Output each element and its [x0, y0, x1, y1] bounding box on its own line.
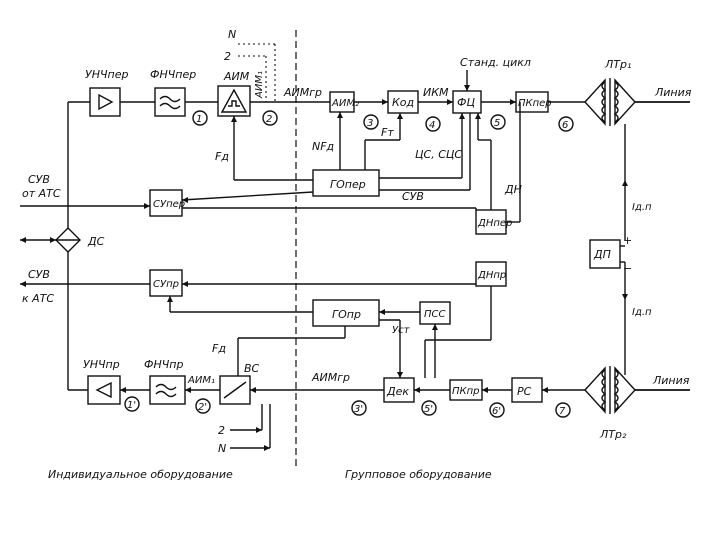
marker-3 [363, 114, 379, 130]
pk-per-label: ПКпер [518, 98, 552, 109]
fnch-per-block [154, 87, 186, 117]
dek-block [383, 377, 415, 403]
svg-text:3: 3 [367, 118, 373, 129]
fd-bot-label: Fд [212, 342, 226, 355]
dn-per-block [475, 209, 507, 235]
dn-label: ДН [504, 183, 522, 196]
vs-block [219, 375, 251, 405]
sy-pr-block [149, 269, 183, 297]
dp-label: ДП [593, 248, 611, 261]
svg-text:1': 1' [127, 400, 136, 411]
marker-5p [421, 400, 437, 416]
sy-pr-label: СУпр [153, 279, 179, 290]
line-top-label: Линия [654, 86, 692, 99]
line-bot-label: Линия [652, 374, 690, 387]
caption-group: Групповое оборудование [345, 468, 492, 481]
dp-minus: − [623, 262, 632, 275]
unch-per-block [89, 87, 121, 117]
fc-label: ФЦ [457, 96, 475, 109]
ltr2-transformer [584, 366, 636, 414]
caption-individual: Индивидуальное оборудование [48, 468, 233, 481]
id-bot-label: Iд.п [632, 307, 652, 318]
aim1-bot-label: АИМ₁ [187, 375, 215, 386]
marker-1 [192, 110, 208, 126]
aim-gr-bot-label: АИМгр [311, 371, 350, 384]
pk-pr-label: ПКпр [452, 386, 480, 397]
marker-2p [195, 398, 211, 414]
marker-7 [555, 402, 571, 418]
ltr1-label: ЛТр₁ [604, 58, 631, 71]
rs-block [511, 377, 543, 403]
svg-text:2': 2' [198, 402, 207, 413]
nfd-label: NFд [312, 140, 334, 153]
svg-text:5: 5 [494, 118, 500, 129]
svg-text:2: 2 [266, 114, 272, 125]
dp-plus: + [623, 234, 632, 247]
vs-label: ВС [244, 362, 260, 375]
dn-per-label: ДНпер [477, 218, 512, 229]
aim-label: АИМ [223, 70, 250, 83]
unch-pr-label: УНЧпр [83, 358, 120, 371]
aim2-label: АИМ₂ [331, 98, 359, 109]
two-top-label: 2 [224, 50, 231, 63]
marker-1p [124, 396, 140, 412]
svg-text:7: 7 [559, 406, 566, 417]
suv-mid-label: СУВ [402, 190, 424, 203]
ft-label: Fт [381, 126, 394, 139]
two-bot-label: 2 [218, 424, 225, 437]
dek-label: Дек [386, 385, 409, 398]
fd-top-label: Fд [215, 150, 229, 163]
ltr2-label: ЛТр₂ [599, 428, 627, 441]
go-pr-block [312, 299, 380, 327]
sy-per-label: СУпер [153, 199, 185, 210]
unch-per-label: УНЧпер [85, 68, 128, 81]
sy-per-block [149, 189, 183, 217]
go-pr-label: ГОпр [332, 308, 361, 321]
fnch-per-label: ФНЧпер [150, 68, 196, 81]
kod-label: Код [392, 96, 414, 109]
ikm-label: ИКМ [423, 86, 449, 99]
cs-scs-label: ЦС, СЦС [415, 148, 462, 161]
marker-6 [558, 116, 574, 132]
marker-2 [262, 110, 278, 126]
ds-block [55, 227, 81, 253]
suv-from-ats-2: от АТС [22, 187, 61, 200]
svg-text:3': 3' [354, 404, 363, 415]
n-bot-label: N [218, 442, 226, 455]
suv-to-ats-1: СУВ [28, 268, 50, 281]
fnch-pr-label: ФНЧпр [144, 358, 183, 371]
dn-pr-label: ДНпр [477, 270, 506, 281]
ltr1-transformer [584, 78, 636, 126]
id-top-label: Iд.п [632, 202, 652, 213]
suv-to-ats-2: к АТС [22, 292, 54, 305]
svg-text:5': 5' [424, 404, 433, 415]
marker-6p [489, 402, 505, 418]
suv-from-ats-1: СУВ [28, 173, 50, 186]
marker-3p [351, 400, 367, 416]
unch-pr-block [87, 375, 121, 405]
go-per-block [312, 169, 380, 197]
rs-label: РС [517, 385, 532, 398]
go-per-label: ГОпер [330, 178, 366, 191]
dp-block [589, 239, 621, 269]
ust-label: Уст [392, 325, 411, 336]
svg-text:6: 6 [562, 120, 568, 131]
svg-text:4: 4 [429, 120, 435, 131]
fnch-pr-block [149, 375, 186, 405]
stand-cycle-label: Станд. цикл [460, 56, 531, 69]
aim-block [217, 85, 251, 117]
marker-5 [490, 114, 506, 130]
aim-gr-top-label: АИМгр [283, 86, 322, 99]
pss-label: ПСС [424, 309, 446, 320]
marker-4 [425, 116, 441, 132]
ds-label: ДС [87, 235, 105, 248]
n-top-label: N [228, 28, 236, 41]
aim1-top-label: АИМ₁ [254, 71, 265, 99]
svg-text:6': 6' [492, 406, 501, 417]
svg-text:1: 1 [196, 114, 202, 125]
